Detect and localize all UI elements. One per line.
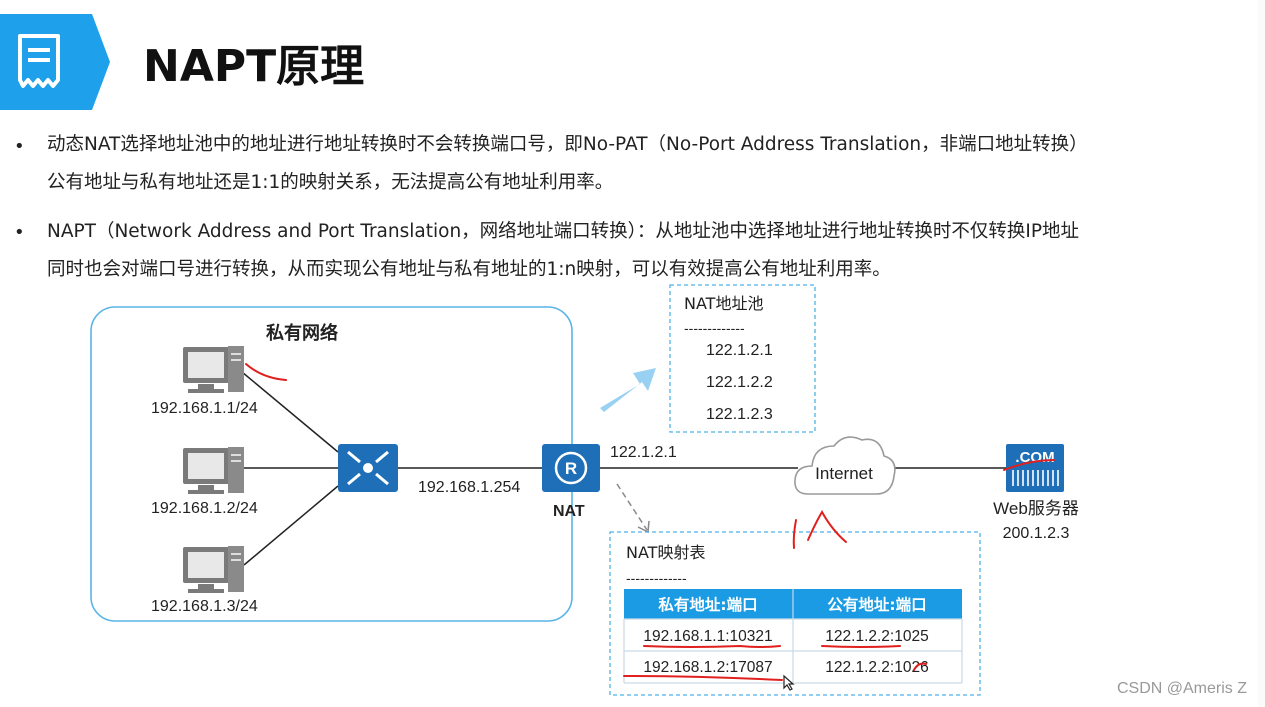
mapping-header-public: 公有地址:端口: [827, 595, 926, 614]
cloud-icon: [794, 436, 896, 495]
pc-icon: [183, 546, 244, 593]
bullet-marker: •: [14, 136, 25, 157]
nat-pool-address: 122.1.2.2: [706, 374, 773, 391]
page-title: NAPT原理: [143, 41, 365, 92]
switch-icon: [338, 444, 398, 492]
mapping-cell: 192.168.1.2:17087: [643, 659, 772, 676]
router-label: NAT: [553, 503, 585, 520]
private-network-box: [90, 306, 573, 622]
mapping-header-private: 私有地址:端口: [658, 595, 757, 614]
router-public-ip: 122.1.2.1: [610, 444, 677, 461]
nat-pool-separator: -------------: [684, 320, 745, 336]
mapping-cell: 122.1.2.2:1025: [825, 628, 928, 645]
watermark: CSDN @Ameris Z: [1116, 680, 1247, 697]
private-network-label: 私有网络: [266, 322, 338, 344]
mapping-cell: 122.1.2.2:1026: [825, 659, 928, 676]
arrow-to-mapping-icon: [616, 483, 650, 534]
cursor-icon: [783, 674, 795, 691]
web-server-ip: 200.1.2.3: [1003, 525, 1070, 542]
nat-pool-address: 122.1.2.1: [706, 342, 773, 359]
web-server-icon: [1006, 444, 1064, 492]
nat-pool-address: 122.1.2.3: [706, 406, 773, 423]
host-3-ip: 192.168.1.3/24: [151, 598, 258, 615]
title-banner: [0, 14, 118, 110]
mapping-cell: 192.168.1.1:10321: [643, 628, 772, 645]
arrow-to-pool-icon: [600, 368, 656, 412]
bullet-1-line-2: 公有地址与私有地址还是1:1的映射关系，无法提高公有地址利用率。: [47, 172, 614, 193]
slide-edge: [1258, 0, 1265, 707]
red-annotation-marks: [245, 363, 1055, 681]
bullet-2-line-2: 同时也会对端口号进行转换，从而实现公有地址与私有地址的1:n映射，可以有效提高公…: [47, 259, 891, 280]
pc-icon: [183, 346, 244, 393]
network-links: [241, 371, 1006, 566]
nat-pool-title: NAT地址池: [684, 294, 763, 313]
internet-label: Internet: [815, 464, 873, 483]
nat-mapping-title: NAT映射表: [626, 543, 705, 562]
pc-icon: [183, 447, 244, 494]
web-server-badge: .COM: [1015, 449, 1054, 466]
gateway-ip: 192.168.1.254: [418, 479, 520, 496]
host-2-ip: 192.168.1.2/24: [151, 500, 258, 517]
bullet-2-line-1: NAPT（Network Address and Port Translatio…: [47, 221, 1080, 242]
web-server-label: Web服务器: [993, 499, 1079, 518]
svg-text:R: R: [565, 459, 577, 478]
bullet-marker: •: [14, 222, 25, 243]
document-icon: [18, 34, 60, 88]
nat-mapping-separator: -------------: [626, 570, 687, 586]
host-1-ip: 192.168.1.1/24: [151, 400, 258, 417]
bullet-1-line-1: 动态NAT选择地址池中的地址进行地址转换时不会转换端口号，即No-PAT（No-…: [47, 134, 1088, 155]
router-icon: R: [542, 444, 600, 492]
nat-pool-box: [669, 284, 816, 433]
